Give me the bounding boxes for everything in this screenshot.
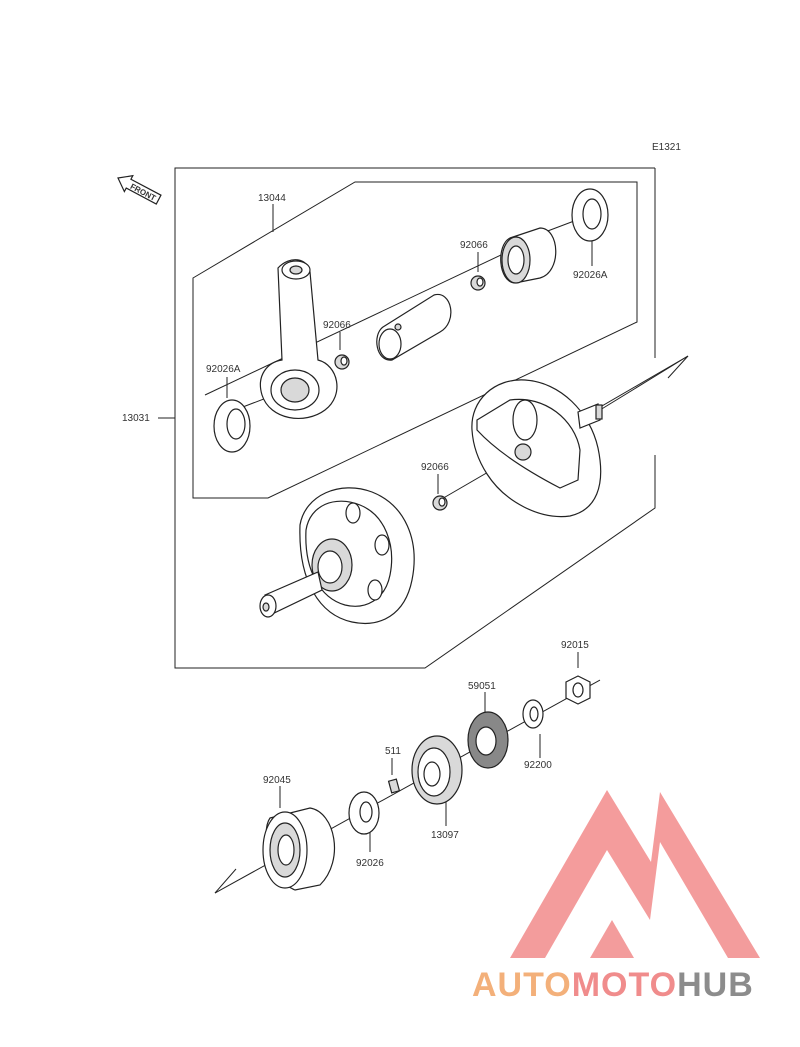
label-92066-mid: 92066 (323, 320, 351, 331)
needle-bearing-top (470, 275, 486, 291)
label-59051: 59051 (468, 681, 496, 692)
crank-web-left (259, 487, 415, 624)
washer-92200 (522, 699, 544, 729)
woodruff-key (387, 778, 401, 794)
needle-bearing-mid (334, 354, 350, 370)
label-92045: 92045 (263, 775, 291, 786)
label-92200: 92200 (524, 760, 552, 771)
watermark-logo-icon (510, 790, 760, 958)
hex-nut (565, 675, 591, 705)
label-511: 511 (385, 746, 401, 757)
label-13097: 13097 (431, 830, 459, 841)
watermark-brand: AUTOMOTOHUB (472, 966, 754, 1004)
watermark-brand-hub: HUB (677, 966, 754, 1004)
needle-bearing-low (432, 495, 448, 511)
thrust-washer-top (571, 188, 609, 242)
connecting-rod-assembly-frame (192, 181, 638, 499)
label-92026: 92026 (356, 858, 384, 869)
label-92066-top: 92066 (460, 240, 488, 251)
front-arrow-icon: FRONT (117, 174, 162, 205)
label-92026a-top: 92026A (573, 270, 608, 281)
label-92026a-left: 92026A (206, 364, 241, 375)
crank-pin (376, 294, 452, 361)
ball-bearing (262, 807, 335, 891)
crank-web-right (471, 379, 603, 518)
thrust-washer-left (213, 399, 251, 453)
watermark-brand-moto: MOTO (572, 966, 677, 1004)
watermark-brand-auto: AUTO (472, 966, 572, 1004)
diagram-code: E1321 (652, 142, 681, 153)
balancer-drive-gear (467, 711, 509, 769)
label-13044: 13044 (258, 193, 286, 204)
connecting-rod (259, 259, 338, 419)
label-92066-low: 92066 (421, 462, 449, 473)
label-92015: 92015 (561, 640, 589, 651)
primary-gear (411, 735, 463, 805)
roller-bearing (500, 227, 557, 284)
label-13031: 13031 (122, 413, 150, 424)
thrust-washer-92026 (348, 791, 380, 835)
